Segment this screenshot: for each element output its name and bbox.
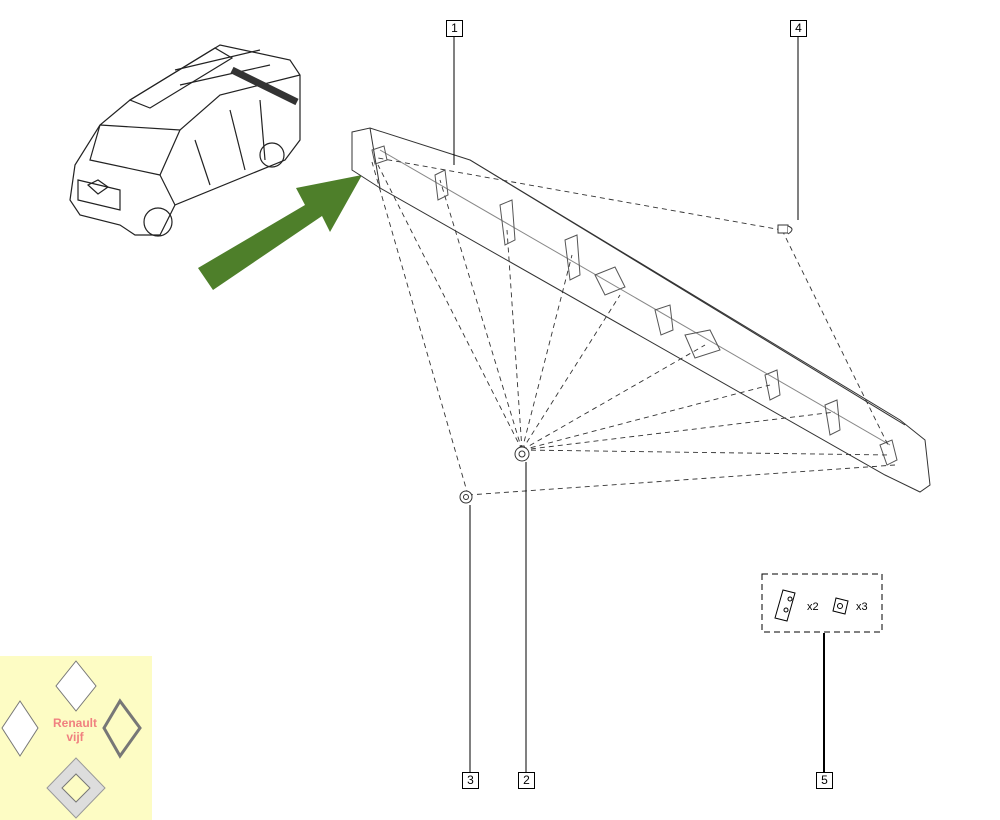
- nut-icon: [832, 597, 849, 615]
- logo-text-line1: Renault: [52, 716, 97, 730]
- callout-1[interactable]: 1: [446, 20, 463, 37]
- callout-3[interactable]: 3: [462, 772, 479, 789]
- logo-text-line2: vijf: [66, 730, 84, 744]
- callout-4[interactable]: 4: [790, 20, 807, 37]
- clip-part-3: [459, 490, 473, 504]
- callout-5[interactable]: 5: [816, 772, 833, 789]
- van-illustration: [69, 44, 301, 237]
- trim-bar-part-1: [351, 127, 931, 493]
- clip-part-2: [514, 446, 530, 462]
- nut-quantity: x3: [856, 601, 868, 613]
- assembly-leader-lines: [371, 157, 896, 496]
- plate-quantity: x2: [807, 601, 819, 613]
- callout-2[interactable]: 2: [518, 772, 535, 789]
- plate-icon: [774, 589, 796, 622]
- kit-box: [761, 573, 883, 633]
- renault-logos-icon: [1, 660, 142, 819]
- callout-lines: [453, 36, 825, 772]
- highlight-part-on-van: [230, 66, 299, 106]
- green-arrow-icon: [198, 175, 362, 290]
- renault-vijf-logo: Renault vijf: [0, 656, 152, 820]
- screw-part-4: [777, 224, 793, 235]
